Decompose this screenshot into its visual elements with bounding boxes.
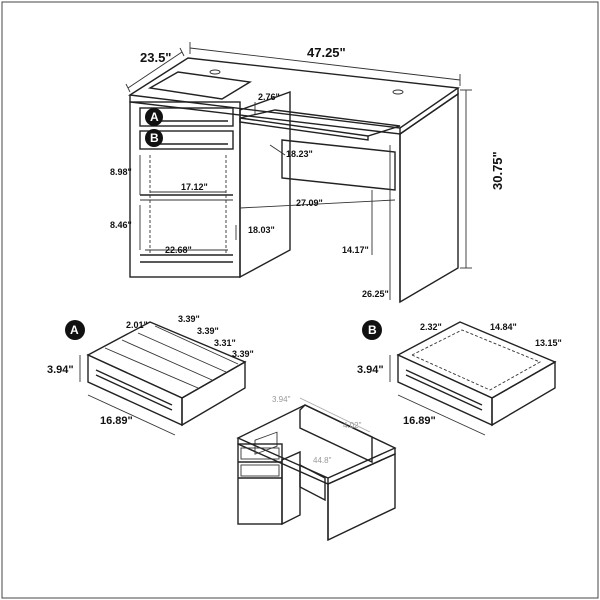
drawer-b-front (139, 130, 234, 150)
drawer-height-label: 8.98" (110, 167, 132, 177)
badge-b-desk-text: B (150, 131, 159, 145)
tray-thickness-label: 2.76" (258, 92, 280, 102)
drawer-b-height-label: 3.94" (357, 364, 384, 376)
hutch-cabinet-front (237, 443, 283, 525)
modesty-panel (281, 139, 396, 191)
desk-width-label: 47.25" (307, 45, 346, 60)
badge-a-desk-text: A (150, 110, 159, 124)
hutch-pad (254, 431, 278, 455)
badge-b-detail (362, 320, 382, 340)
badge-a-detail-text: A (70, 323, 79, 337)
drawer-a-slot-1-label: 3.39" (178, 314, 200, 324)
main-desk-drawing: 23.5" 47.25" 30.75" 2.76" 18.23" 8.98" 1… (110, 42, 505, 304)
drawer-a-slot-3-label: 3.31" (214, 338, 236, 348)
side-height-label: 18.03" (248, 225, 275, 235)
grommet-right (392, 89, 404, 95)
hutch-back (299, 404, 373, 464)
drawer-b-inner-width-label: 14.84" (490, 322, 517, 332)
badge-b-desk (145, 129, 163, 147)
drawer-b-inner-length-label: 13.15" (535, 338, 562, 348)
drawer-b-drawing: B 2.32" 14.84" 13.15" 3.94" 16.89" (357, 320, 562, 436)
tray-depth-label: 18.23" (286, 149, 313, 159)
grommet-left (209, 69, 221, 75)
mouse-pad (147, 71, 253, 100)
drawer-b-width-label: 16.89" (403, 415, 436, 427)
keyboard-tray (239, 109, 401, 137)
badge-a-desk (145, 108, 163, 126)
knee-clear-upper-label: 14.17" (342, 245, 369, 255)
badge-b-detail-text: B (368, 323, 377, 337)
drawer-a-width-label: 16.89" (100, 415, 133, 427)
cabinet-width-label: 22.68" (165, 245, 192, 255)
drawer-a-slot-2-label: 3.39" (197, 326, 219, 336)
right-leg (399, 92, 459, 304)
drawer-a-divider-label: 2.01" (126, 320, 148, 330)
knee-clear-total-label: 26.25" (362, 289, 389, 299)
hutch-dim-c-label: 44.8" (313, 456, 332, 465)
badge-a-detail (65, 320, 85, 340)
drawer-a-front (139, 107, 234, 127)
drawer-a-drawing: A 2.01" 3.39" 3.39" 3.31" 3.39" 3.94" 16… (47, 314, 254, 436)
drawer-a-slot-4-label: 3.39" (232, 349, 254, 359)
shelf-width-label: 17.12" (181, 182, 208, 192)
hutch-desk-drawing: 3.94" 4.02" 44.8" (236, 395, 397, 542)
hutch-dim-b-label: 4.02" (343, 421, 362, 430)
hutch-dim-a-label: 3.94" (272, 395, 291, 404)
knee-width-label: 27.09" (296, 198, 323, 208)
drawer-b-depth-label: 2.32" (420, 322, 442, 332)
desk-height-label: 30.75" (490, 151, 505, 190)
desk-depth-label: 23.5" (140, 50, 171, 65)
cabinet-side (239, 91, 291, 279)
shelf-opening-label: 8.46" (110, 220, 132, 230)
drawer-a-height-label: 3.94" (47, 364, 74, 376)
